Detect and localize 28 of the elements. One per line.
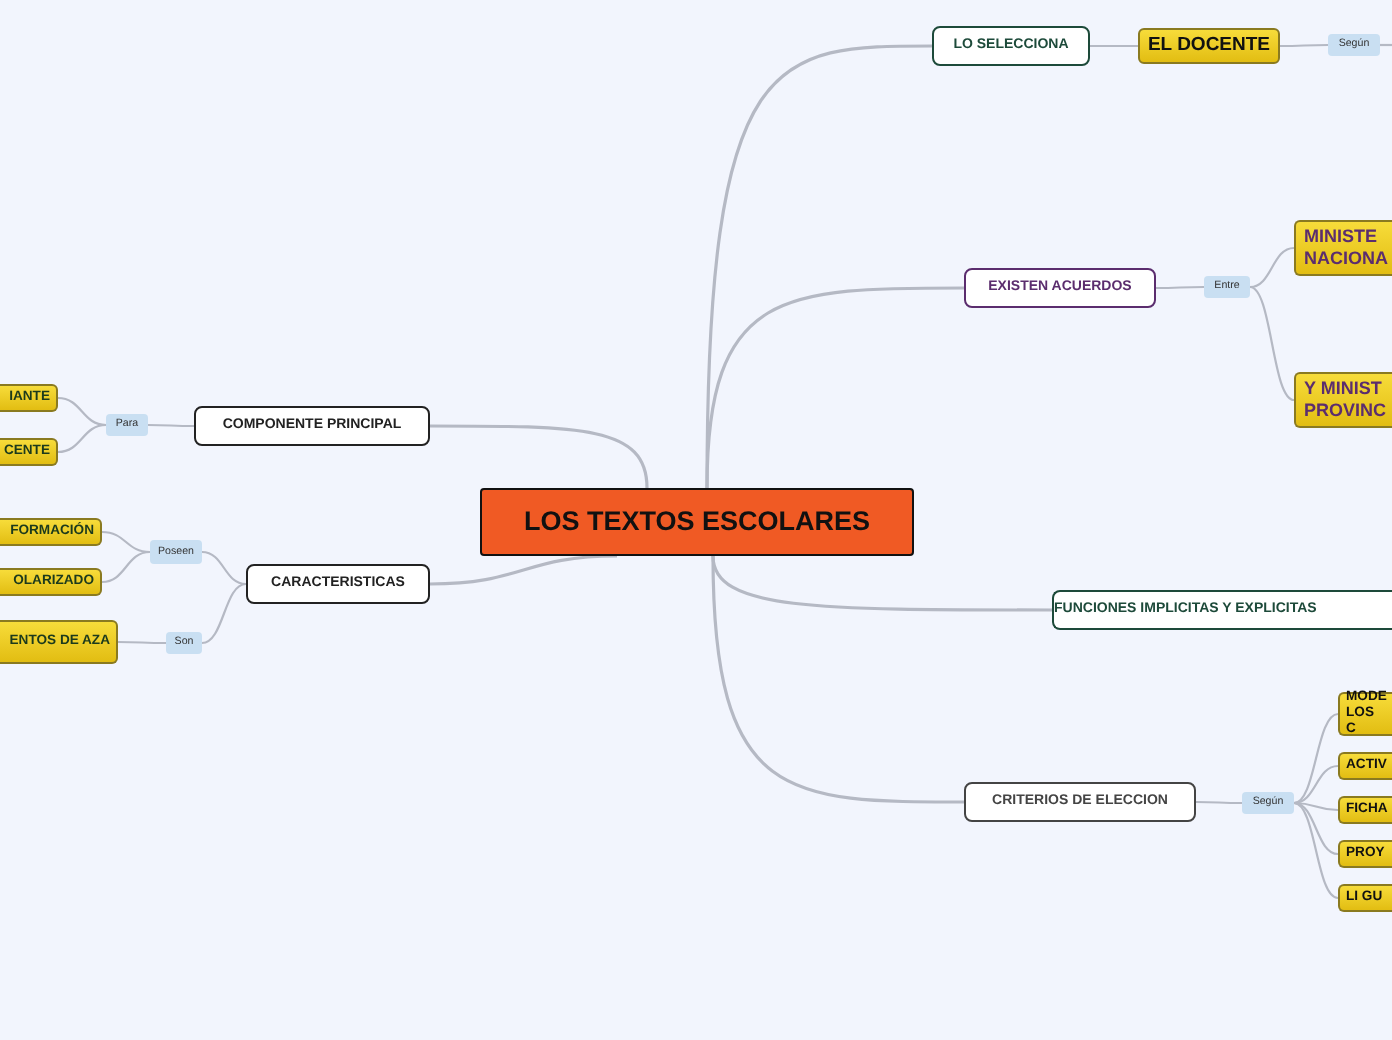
subtopic-box: MINISTE NACIONA (1294, 220, 1392, 276)
connector-line (1090, 44, 1138, 48)
connector-line (711, 555, 964, 804)
connector-line (101, 530, 151, 554)
subtopic-box: EL DOCENTE (1138, 28, 1280, 64)
connector-line (118, 640, 166, 645)
connector-line (705, 286, 964, 489)
connector-line (1293, 801, 1339, 812)
connector-line (57, 423, 107, 454)
connector-line (1293, 712, 1339, 805)
connector-line (1280, 43, 1328, 48)
connector-line (1293, 801, 1339, 900)
connector-line (1293, 801, 1339, 856)
connector-line (429, 554, 618, 586)
connector-line (1249, 246, 1295, 289)
connector-line (201, 582, 247, 645)
central-topic-box: LOS TEXTOS ESCOLARES (480, 488, 914, 556)
connector-line (1156, 285, 1204, 290)
connector-line (1380, 43, 1392, 47)
connector-line (430, 424, 649, 489)
connector-line (201, 550, 247, 586)
connector-line (57, 396, 107, 427)
subtopic-box: Y MINIST PROVINC (1294, 372, 1392, 428)
connector-line (1196, 800, 1242, 805)
connector-line (1249, 286, 1295, 401)
connector-line (148, 423, 194, 428)
connector-line (101, 550, 151, 584)
connector-line (1293, 764, 1339, 805)
